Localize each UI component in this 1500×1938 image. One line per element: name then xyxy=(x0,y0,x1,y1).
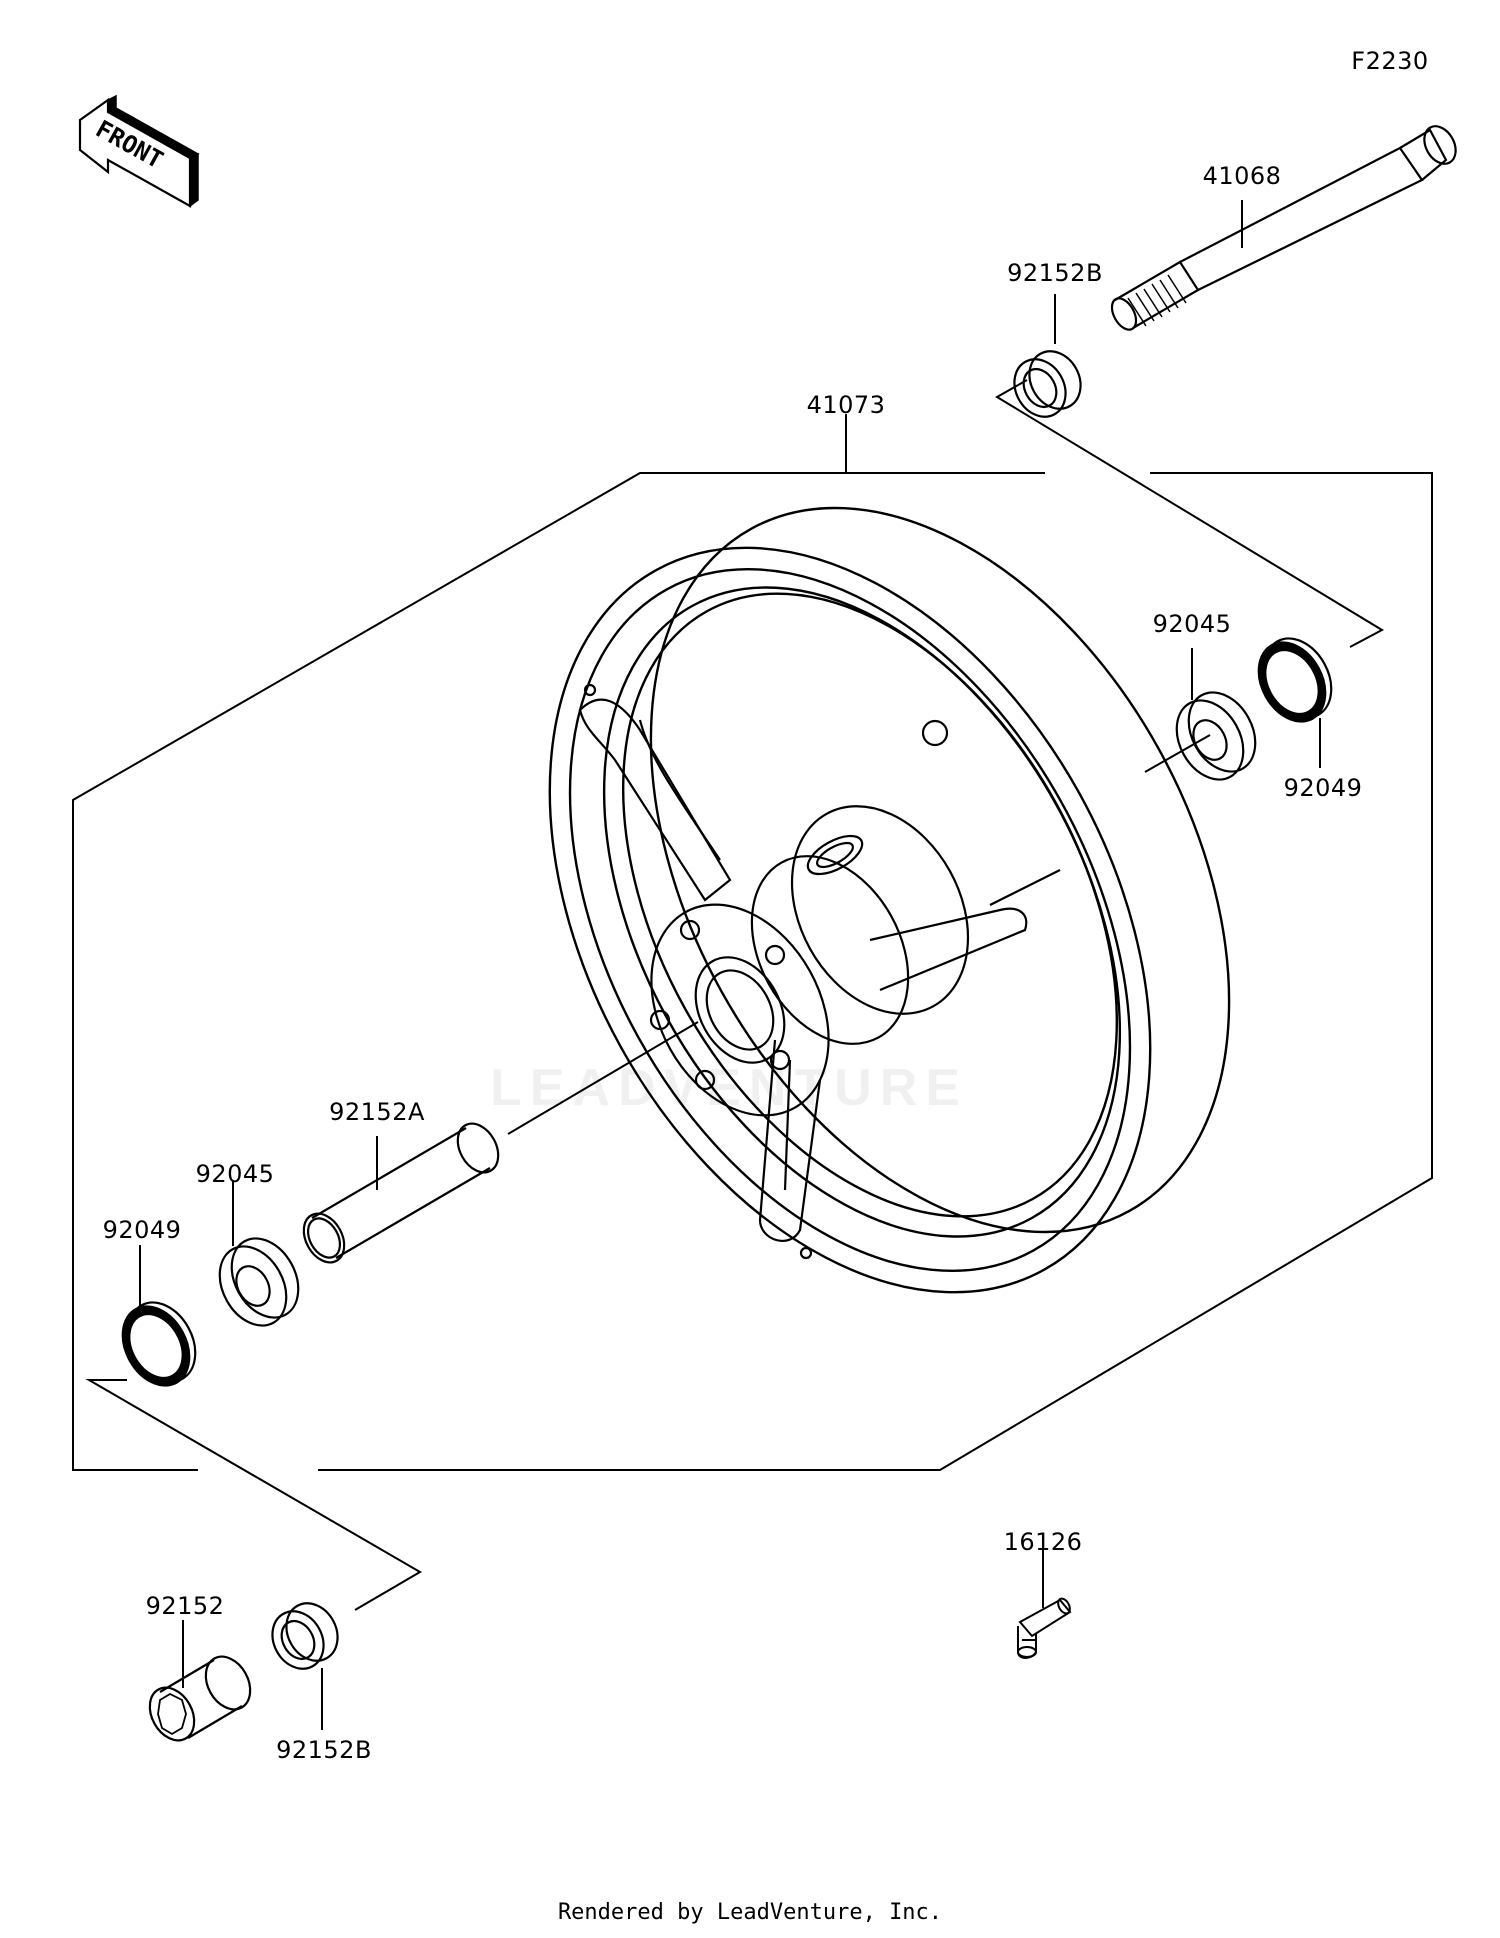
collar-a-part xyxy=(302,1122,500,1264)
seal-left-part xyxy=(121,1301,197,1387)
wheel-frame-lines xyxy=(72,379,1433,1611)
wheel-rim xyxy=(548,506,1231,1294)
part-label-collar-b-top[interactable]: 92152B xyxy=(1007,259,1103,287)
part-label-bearing-right[interactable]: 92045 xyxy=(1152,610,1232,638)
bearing-right-part xyxy=(1175,691,1257,781)
axle-part xyxy=(1110,125,1457,331)
part-label-axle[interactable]: 41068 xyxy=(1202,162,1282,190)
front-arrow-icon: FRONT xyxy=(78,94,200,208)
part-label-seal-right[interactable]: 92049 xyxy=(1283,774,1363,802)
part-label-valve[interactable]: 16126 xyxy=(1003,1528,1083,1556)
bearing-left-part xyxy=(218,1237,300,1327)
seal-right-part xyxy=(1257,637,1333,723)
collar-b-top-part xyxy=(1013,350,1082,418)
part-label-seal-left[interactable]: 92049 xyxy=(102,1216,182,1244)
wheel-hub xyxy=(583,683,970,1260)
collar-part xyxy=(148,1655,252,1742)
part-label-collar-b-bottom[interactable]: 92152B xyxy=(276,1736,372,1764)
part-label-collar-a[interactable]: 92152A xyxy=(329,1098,425,1126)
watermark: LEADVENTURE xyxy=(490,1059,969,1117)
valve-part xyxy=(1017,1597,1072,1659)
part-label-wheel[interactable]: 41073 xyxy=(806,391,886,419)
part-label-collar[interactable]: 92152 xyxy=(145,1592,225,1620)
collar-b-bottom-part xyxy=(271,1602,339,1670)
wheel-spokes xyxy=(578,698,1061,1242)
leader-lines xyxy=(139,200,1321,1730)
footer-credit: Rendered by LeadVenture, Inc. xyxy=(557,1900,943,1925)
part-label-bearing-left[interactable]: 92045 xyxy=(195,1160,275,1188)
diagram-code-label: F2230 xyxy=(1351,47,1429,75)
